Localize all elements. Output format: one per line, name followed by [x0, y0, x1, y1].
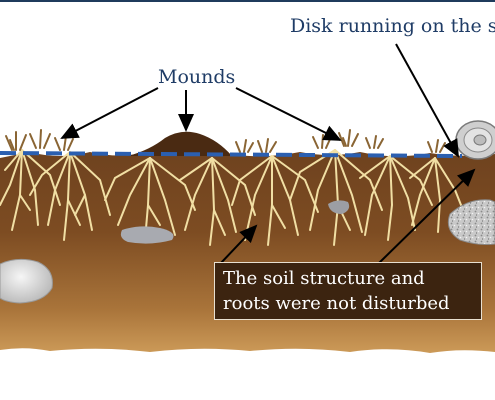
top-rule: [0, 0, 495, 2]
grass-tuft-icon: [427, 139, 446, 153]
arrow-icon: [60, 87, 159, 139]
root-cluster-4: [179, 157, 256, 246]
grass-tuft-icon: [235, 139, 254, 153]
grass-tuft-icon: [29, 129, 51, 149]
root-cluster-5: [231, 155, 319, 246]
mounds-label: Mounds: [158, 66, 236, 88]
callout-box: The soil structure and roots were not di…: [214, 262, 482, 320]
arrow-icon: [219, 224, 258, 265]
grass-tuft-icon: [312, 134, 332, 149]
grass-tuft-icon: [5, 131, 27, 151]
disk-label: Disk running on the s: [290, 15, 495, 37]
stone-icon: [0, 258, 53, 304]
disk-depth-dashed-line: [0, 151, 463, 158]
arrow-icon: [235, 87, 342, 141]
arrow-icon: [377, 168, 476, 265]
grass-tuft-icon: [365, 135, 384, 149]
disk-icon: [455, 120, 495, 160]
callout-line-1: The soil structure and: [223, 268, 425, 289]
arrows: [60, 43, 476, 265]
root-cluster-6: [289, 149, 383, 246]
stone-icon: [447, 199, 495, 245]
grass-tuft-icon: [54, 135, 74, 151]
callout-line-2: roots were not disturbed: [223, 293, 450, 314]
grass-tuft-icon: [257, 138, 277, 153]
grass-tuft-icon: [338, 129, 359, 147]
root-cluster-1: [0, 149, 61, 231]
stone-icon: [328, 200, 350, 214]
root-cluster-2: [29, 151, 111, 241]
central-mound: [128, 131, 232, 156]
roots: [0, 149, 466, 246]
arrow-icon: [395, 43, 459, 158]
stone-icon: [120, 226, 174, 244]
